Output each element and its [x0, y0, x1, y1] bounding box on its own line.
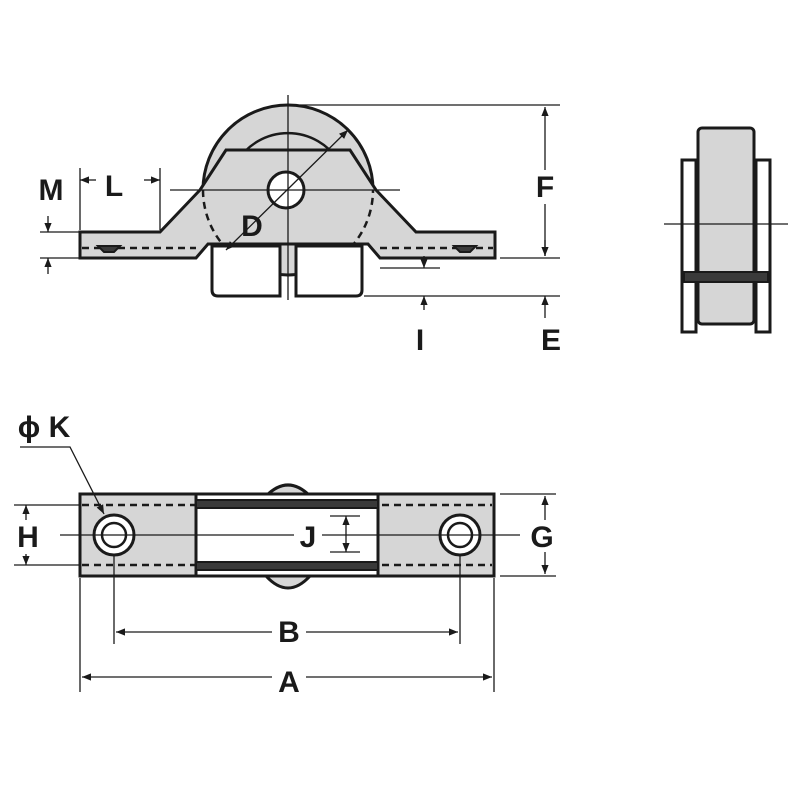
label-i: I	[416, 324, 424, 357]
side-view	[664, 126, 788, 334]
label-g: G	[530, 521, 553, 554]
label-d: D	[241, 210, 263, 243]
top-view	[14, 446, 556, 692]
label-b: B	[278, 616, 300, 649]
flange-bolt-right	[451, 245, 479, 253]
label-f: F	[536, 171, 554, 204]
top-housing-bar-top	[195, 499, 379, 509]
side-plate-right	[754, 158, 772, 334]
front-view	[40, 95, 560, 318]
label-h: H	[17, 521, 39, 554]
label-k: ϕ K	[18, 411, 71, 444]
label-m: M	[39, 174, 64, 207]
flange-bolt-left	[95, 245, 123, 253]
guide-block-left	[210, 244, 282, 298]
side-wheel	[696, 126, 756, 326]
top-housing-bar-bottom	[195, 561, 379, 571]
side-base	[683, 271, 769, 283]
side-plate-left	[680, 158, 698, 334]
label-a: A	[278, 666, 300, 699]
label-l: L	[105, 170, 123, 203]
labels: M L D F I E ϕ K H J G B A	[12, 168, 561, 699]
label-j: J	[300, 521, 317, 554]
label-e: E	[541, 324, 561, 357]
guide-block-right	[294, 244, 364, 298]
leader-k	[20, 446, 105, 515]
top-wheel-bottom	[262, 574, 314, 590]
